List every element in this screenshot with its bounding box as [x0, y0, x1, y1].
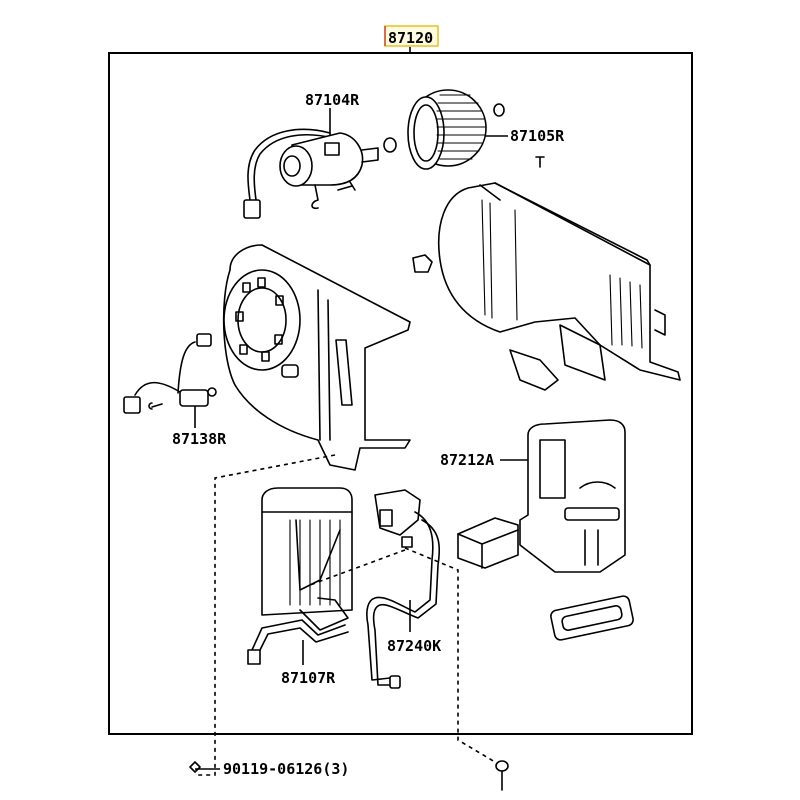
- resistor-wire: [177, 341, 196, 394]
- core-pipe: [251, 619, 346, 651]
- water-valve-drawing[interactable]: [366, 489, 441, 689]
- part-label-87105R[interactable]: 87105R: [510, 127, 565, 145]
- motor-bracket: [311, 184, 319, 210]
- case-lever: [335, 339, 353, 406]
- motor-tab: [324, 142, 340, 156]
- housing-ribs-right: [609, 274, 643, 349]
- valve-hose: [366, 511, 434, 681]
- dashed-guide-screw: [198, 454, 336, 776]
- motor-shaft: [361, 147, 379, 163]
- duct-outlet-edge: [457, 529, 519, 569]
- duct-body: [519, 419, 626, 573]
- case-vent: [257, 277, 266, 288]
- assembly-part-number: 87120: [388, 29, 433, 47]
- fan-hub: [413, 104, 439, 162]
- evaporator-housing-drawing[interactable]: [412, 182, 681, 391]
- case-vent: [235, 311, 244, 322]
- nut-icon: [493, 103, 505, 117]
- resistor-connector: [123, 396, 141, 414]
- duct-vent: [564, 507, 620, 521]
- dashed-guide-core: [309, 549, 406, 586]
- housing-mount-tab: [412, 254, 433, 273]
- duct-gasket-drawing[interactable]: [550, 595, 634, 641]
- fastener-part-number: 90119-06126: [223, 760, 322, 778]
- resistor-body: [179, 389, 209, 407]
- dashed-guide-clip: [404, 547, 496, 763]
- screw-head-icon: [189, 761, 201, 773]
- resistor-connector-top: [196, 333, 212, 347]
- duct-opening: [539, 439, 566, 499]
- part-label-87240K[interactable]: 87240K: [387, 637, 441, 655]
- blower-case-drawing[interactable]: [222, 244, 411, 471]
- screw-icon: [148, 402, 163, 410]
- case-vent: [242, 282, 251, 293]
- case-vent: [275, 295, 284, 306]
- blower-fan-drawing[interactable]: [407, 89, 545, 170]
- housing-top-edge: [479, 182, 651, 266]
- core-shading: [295, 519, 341, 591]
- part-label-87212A[interactable]: 87212A: [440, 451, 494, 469]
- housing-ribs-left: [481, 199, 518, 321]
- part-label-87107R[interactable]: 87107R: [281, 669, 336, 687]
- blower-motor-drawing[interactable]: [243, 128, 397, 219]
- housing-shell: [437, 182, 681, 381]
- clip-icon: [495, 760, 509, 772]
- motor-shaft-hub: [283, 155, 301, 177]
- valve-hose-end: [389, 675, 401, 689]
- resistor-knob: [207, 387, 217, 397]
- duct-outlet: [457, 517, 519, 569]
- part-label-87104R[interactable]: 87104R: [305, 91, 360, 109]
- assembly-label-87120[interactable]: 87120: [384, 25, 439, 47]
- fastener-quantity: (3): [322, 760, 349, 778]
- valve-hose-inner: [372, 519, 441, 686]
- case-vent: [261, 351, 270, 362]
- washer-icon: [383, 137, 397, 153]
- housing-tray: [559, 324, 606, 381]
- case-vent: [239, 344, 248, 355]
- duct-channel: [584, 529, 599, 566]
- part-label-90119-06126[interactable]: 90119-06126(3): [223, 760, 349, 778]
- assembly-frame: [108, 52, 693, 735]
- valve-nipple: [401, 536, 413, 548]
- core-body: [261, 487, 353, 616]
- case-clip: [281, 364, 299, 378]
- core-fins: [289, 519, 341, 606]
- core-pipe-inner: [258, 627, 349, 653]
- housing-foot: [509, 349, 559, 391]
- fan-blades: [436, 94, 486, 160]
- heater-core-drawing[interactable]: [247, 487, 353, 665]
- screw-icon: [535, 156, 545, 168]
- core-pipe-end: [247, 649, 261, 665]
- part-label-87138R[interactable]: 87138R: [172, 430, 227, 448]
- resistor-drawing[interactable]: [123, 333, 217, 414]
- housing-side-tab: [654, 309, 666, 336]
- gasket-inner: [561, 605, 623, 631]
- clip-drawing[interactable]: [495, 760, 509, 791]
- duct-slot: [579, 481, 616, 489]
- case-edge: [317, 289, 331, 441]
- motor-wire: [247, 128, 331, 201]
- core-pipe-bracket: [299, 597, 349, 631]
- valve-port: [379, 509, 393, 527]
- fastener-screw-drawing[interactable]: [189, 761, 220, 773]
- screw-icon: [337, 181, 356, 191]
- resistor-wire-2: [134, 381, 181, 396]
- duct-drawing[interactable]: [457, 419, 626, 573]
- motor-connector: [243, 199, 261, 219]
- case-vent: [274, 334, 283, 345]
- motor-wire-inner: [253, 133, 334, 201]
